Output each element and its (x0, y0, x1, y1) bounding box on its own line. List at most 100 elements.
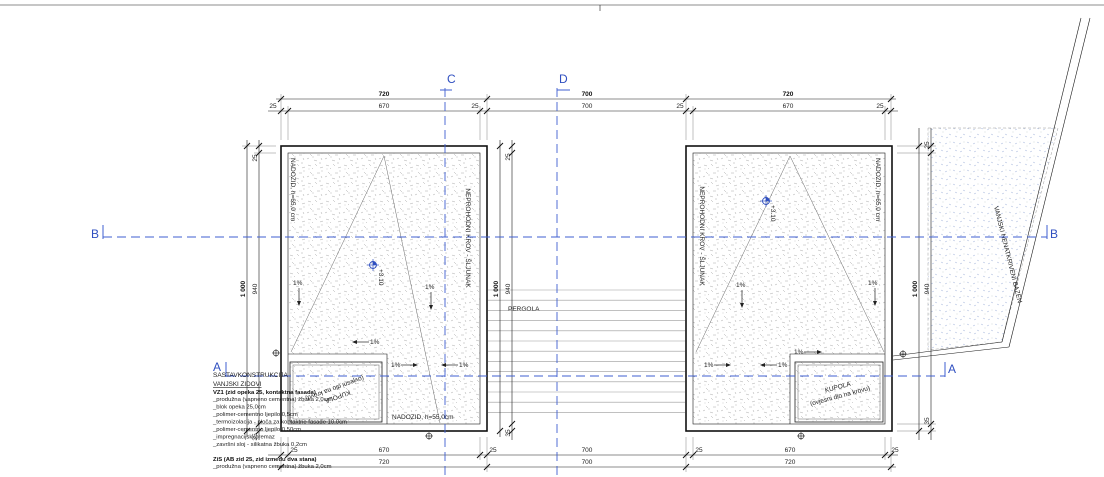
left-parapet-bottom-label: NADOZID, h=55,0cm (392, 414, 454, 421)
section-lines: C D B B A A (91, 72, 1058, 477)
legend-layer: _produžna (vapneno cementna) žbuka 2,0cm (212, 397, 332, 403)
sheet-frame (0, 4, 1104, 11)
slope-arrow-head (740, 303, 744, 308)
elevation-marker-quadrant (766, 197, 770, 201)
dimension-total: 700 (582, 459, 593, 466)
slope-arrow-head (726, 363, 731, 367)
dimension-part: 670 (785, 447, 796, 454)
dimension-tick (881, 451, 889, 459)
right-building-outer-wall (685, 145, 893, 432)
dimension-tick (887, 463, 895, 471)
dimension-part: 35 (505, 429, 512, 437)
dimension-tick (887, 95, 895, 103)
dimension-tick (915, 427, 923, 435)
dimension-lines (246, 98, 932, 468)
slope-label: 1% (391, 362, 401, 369)
dimension-tick (881, 107, 889, 115)
dimension-part: 25 (876, 103, 884, 110)
dimension-tick (243, 427, 251, 435)
slope-label: 1% (704, 362, 714, 369)
slope-arrow-head (297, 301, 301, 306)
dimension-tick (682, 95, 690, 103)
dimension-tick (483, 95, 491, 103)
left-roof-label: NEPROHODNI KROV - ŠLJUNAK (464, 188, 473, 288)
dimension-tick (483, 107, 491, 115)
reference-point-icon (797, 432, 805, 440)
dimension-tick (255, 142, 263, 150)
dimension-total: 1 000 (240, 280, 247, 297)
dimension-tick (277, 107, 285, 115)
dimension-part: 940 (252, 283, 259, 294)
top-dimensions: 720 700 720 25 670 25 700 25 670 25 (269, 91, 884, 110)
dimension-total: 1 000 (912, 280, 919, 297)
dimension-part: 25 (891, 447, 899, 454)
legend-layer: _produžna (vapneno cementna) žbuka 2,0cm (212, 464, 332, 470)
dimension-part: 25 (471, 103, 479, 110)
right-building-inner-wall (692, 152, 886, 425)
left-elevation-label: +3.10 (377, 269, 384, 286)
dimension-total: 720 (785, 459, 796, 466)
dimension-part: 700 (582, 103, 593, 110)
right-dome-inner-outline (797, 364, 881, 420)
legend-layer: _polimer-cementno ljepilo 0,50cm (212, 427, 301, 433)
bottom-dimensions: 25 670 25 700 25 670 25 720 700 720 (290, 447, 899, 466)
dimension-part: 670 (379, 447, 390, 454)
section-b-right-label: B (1050, 227, 1058, 241)
left-roof-ridge-line (383, 155, 441, 424)
pool-edge-line (1001, 17, 1082, 343)
pool-edge-line (1008, 17, 1091, 348)
dimension-tick (689, 451, 697, 459)
dimension-tick (483, 451, 491, 459)
pool: VANJSKI NENATKRIVENI BAZEN (892, 17, 1091, 361)
pool-area (927, 127, 1059, 351)
section-b-left-label: B (91, 227, 99, 241)
dimension-tick (508, 420, 516, 428)
left-elevation-marker: +3.10 (367, 259, 384, 286)
slope-label: 1% (736, 282, 746, 289)
left-roof-gravel-area (288, 153, 480, 424)
dimension-tick (689, 107, 697, 115)
dimension-part: 700 (582, 447, 593, 454)
right-slope-arrows: 1% 1% 1% 1% 1% (704, 280, 878, 369)
pergola: PERGOLA (488, 289, 685, 413)
dimension-tick (508, 427, 516, 435)
section-c-label: C (447, 72, 456, 86)
dimension-part: 35 (252, 433, 259, 441)
dimension-tick (255, 149, 263, 157)
dimension-tick (508, 149, 516, 157)
dimension-part: 940 (505, 283, 512, 294)
pool-edge-line (892, 341, 1003, 357)
slope-label: 1% (425, 284, 435, 291)
dimension-ticks (243, 95, 935, 471)
dimension-tick (927, 142, 935, 150)
section-d-label: D (559, 72, 568, 86)
right-parapet-top-label: NADOZID, h=65,0 cm (874, 158, 881, 221)
legend-title: SASTAVKONSTRUKCIJA (213, 372, 289, 379)
dimension-part: 25 (505, 153, 512, 161)
dimension-tick (682, 107, 690, 115)
right-roof-ridge-line (695, 155, 791, 353)
legend-section-heading: VANJSKI ZIDOVI (213, 381, 262, 388)
reference-point-icon (425, 432, 433, 440)
slope-label: 1% (868, 280, 878, 287)
dimension-part: 940 (924, 283, 931, 294)
dimension-tick (496, 427, 504, 435)
dimension-part: 25 (290, 447, 298, 454)
right-roof-ridge-line (789, 155, 885, 353)
right-elevation-marker: +3.10 (760, 195, 776, 222)
dimension-part: 35 (924, 417, 931, 425)
section-a-right-label: A (948, 362, 956, 376)
dimension-total: 720 (783, 91, 794, 98)
dimension-tick (476, 451, 484, 459)
dimension-tick (277, 463, 285, 471)
dimension-total: 700 (582, 91, 593, 98)
dimension-tick (243, 142, 251, 150)
right-roof-gravel-area (693, 153, 885, 424)
slope-arrow-head (413, 363, 418, 367)
left-dome-outline (289, 361, 383, 423)
dimension-part: 25 (695, 447, 703, 454)
dimension-tick (682, 463, 690, 471)
slope-label: 1% (778, 362, 788, 369)
right-dome-outline (794, 361, 884, 423)
dimension-tick (277, 451, 285, 459)
